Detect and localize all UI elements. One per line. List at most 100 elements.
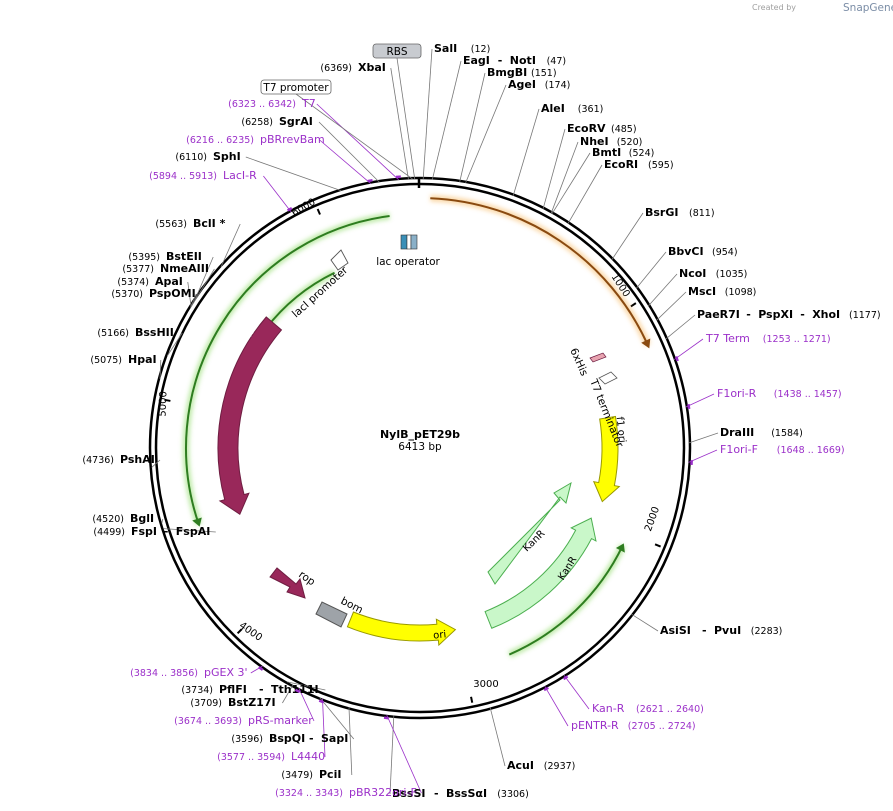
site-name: AgeI bbox=[508, 78, 536, 91]
primer-lacir[interactable]: (5894 .. 5913)LacI-R bbox=[149, 169, 293, 212]
primer-position: (3674 .. 3693) bbox=[174, 716, 242, 727]
leader-line bbox=[163, 528, 216, 533]
site-nmeaiii[interactable]: (5377)NmeAIII bbox=[122, 262, 209, 275]
site-pspomi[interactable]: (5370)PspOMI bbox=[111, 287, 195, 300]
site-apai[interactable]: (5374)ApaI bbox=[117, 275, 183, 288]
tick-label: 2000 bbox=[643, 505, 662, 533]
site-bsrgi[interactable]: BsrGI(811) bbox=[645, 206, 715, 219]
site-bspqi[interactable]: (3596)BspQI-SapI bbox=[231, 732, 348, 745]
primer-pbrrevbam[interactable]: (6216 .. 6235)pBRrevBam bbox=[186, 133, 373, 183]
primer-name: F1ori-R bbox=[717, 387, 757, 400]
site-fspi[interactable]: (4499)FspI-FspAI bbox=[93, 525, 210, 538]
site-name: BsrGI bbox=[645, 206, 678, 219]
site-bbvci[interactable]: BbvCI(954) bbox=[668, 245, 738, 258]
primer-mark bbox=[294, 688, 301, 694]
primer-pgex3[interactable]: (3834 .. 3856)pGEX 3' bbox=[130, 666, 264, 679]
site-name: SgrAI bbox=[279, 115, 313, 128]
site-ecori[interactable]: EcoRI(595) bbox=[604, 158, 674, 171]
boxed-label-t7prom[interactable]: T7 promoter bbox=[260, 79, 332, 95]
feature-f1ori[interactable] bbox=[592, 415, 621, 503]
site-position: (954) bbox=[712, 247, 738, 258]
feature-laci[interactable] bbox=[217, 316, 283, 516]
site-name: AleI bbox=[541, 102, 565, 115]
site-asisi[interactable]: AsiSI-PvuI(2283) bbox=[660, 624, 782, 637]
primer-pentr[interactable]: pENTR-R(2705 .. 2724) bbox=[543, 686, 696, 732]
tick-mark bbox=[164, 398, 171, 402]
site-position: (5563) bbox=[155, 219, 187, 230]
site-position: (3596) bbox=[231, 734, 263, 745]
tick-label: 6000 bbox=[290, 197, 318, 219]
site-pshai[interactable]: (4736)PshAI bbox=[82, 453, 154, 466]
site-eagi[interactable]: EagI-NotI(47) bbox=[463, 54, 566, 67]
site-draiii[interactable]: DraIII(1584) bbox=[720, 426, 803, 439]
site-pflfi[interactable]: (3734)PflFI-Tth111I bbox=[181, 683, 318, 696]
site-bgli[interactable]: (4520)BglI bbox=[92, 512, 154, 525]
site-name: BssSI bbox=[392, 787, 426, 800]
site-pcii[interactable]: (3479)PciI bbox=[281, 768, 341, 781]
primer-position: (1648 .. 1669) bbox=[777, 445, 845, 456]
site-sali[interactable]: SalI(12) bbox=[434, 42, 490, 55]
tick-mark bbox=[470, 696, 474, 703]
feature-laci_prom[interactable]: lacI promoter bbox=[290, 249, 351, 320]
site-name: EcoRI bbox=[604, 158, 638, 171]
site-acui[interactable]: AcuI(2937) bbox=[507, 759, 575, 772]
site-bsteii[interactable]: (5395) BstEII bbox=[128, 250, 201, 263]
primer-kanr_p[interactable]: Kan-R(2621 .. 2640) bbox=[562, 675, 704, 715]
site-bmti[interactable]: BmtI(524) bbox=[592, 146, 654, 159]
feature-rop[interactable]: rop bbox=[269, 567, 318, 599]
site-bsshii[interactable]: (5166)BssHII bbox=[97, 326, 173, 339]
site-position: (5166) bbox=[97, 328, 129, 339]
primer-t7p[interactable]: (6323 .. 6342)T7 bbox=[228, 97, 401, 179]
site-bmgbi[interactable]: BmgBI(151) bbox=[487, 66, 557, 79]
lac-operator-label: lac operator bbox=[376, 256, 440, 268]
site-position: (3734) bbox=[181, 685, 213, 696]
site-name: BssSαI bbox=[446, 787, 487, 800]
site-position: (2937) bbox=[544, 761, 576, 772]
leader-line bbox=[316, 103, 399, 181]
site-name: BmtI bbox=[592, 146, 621, 159]
site-name: BstEII bbox=[166, 250, 202, 263]
site-name: DraIII bbox=[720, 426, 754, 439]
primer-prs[interactable]: (3674 .. 3693)pRS-marker bbox=[174, 688, 313, 727]
primer-pbr322[interactable]: (3324 .. 3343)pBR322ori-F bbox=[275, 716, 417, 799]
site-ecorv[interactable]: EcoRV(485) bbox=[567, 122, 637, 135]
site-paer7i[interactable]: PaeR7I-PspXI-XhoI(1177) bbox=[697, 308, 881, 321]
primer-position: (3834 .. 3856) bbox=[130, 668, 198, 679]
site-name: PspXI bbox=[758, 308, 793, 321]
site-hpai[interactable]: (5075)HpaI bbox=[90, 353, 156, 366]
primer-name: pBRrevBam bbox=[260, 133, 325, 146]
site-name: HpaI bbox=[128, 353, 157, 366]
leader-line bbox=[322, 698, 326, 758]
feature-kanr[interactable] bbox=[484, 517, 597, 629]
site-position: (4736) bbox=[82, 455, 114, 466]
site-agei[interactable]: AgeI(174) bbox=[508, 78, 570, 91]
primer-mark bbox=[318, 699, 325, 704]
site-xbai[interactable]: (6369)XbaI bbox=[320, 61, 385, 74]
site-sgrai[interactable]: (6258)SgrAI bbox=[241, 115, 312, 128]
site-nhei[interactable]: NheI(520) bbox=[580, 135, 642, 148]
site-msci[interactable]: MscI(1098) bbox=[688, 285, 756, 298]
site-name: NheI bbox=[580, 135, 609, 148]
feature-kanr-upper[interactable] bbox=[487, 481, 572, 585]
tick-mark bbox=[236, 628, 243, 635]
feature-ori[interactable] bbox=[346, 611, 457, 647]
leader-line bbox=[489, 707, 506, 767]
site-bstz17i[interactable]: (3709)BstZ17I bbox=[190, 696, 275, 709]
site-sphi[interactable]: (6110)SphI bbox=[175, 150, 240, 163]
site-bcli[interactable]: (5563)BclI * bbox=[155, 217, 225, 230]
primer-position: (1253 .. 1271) bbox=[763, 334, 831, 345]
site-position: (5395) bbox=[128, 252, 160, 263]
site-bsssi[interactable]: BssSI-BssSαI(3306) bbox=[392, 787, 529, 800]
boxed-label-rbs[interactable]: RBS bbox=[372, 43, 422, 59]
t7-terminator-marker bbox=[598, 371, 618, 385]
feature-label: f1 ori bbox=[614, 416, 628, 443]
site-name: ApaI bbox=[155, 275, 183, 288]
primer-t7term[interactable]: T7 Term(1253 .. 1271) bbox=[674, 332, 831, 362]
primer-l4440[interactable]: (3577 .. 3594)L4440 bbox=[217, 699, 325, 763]
primer-f1orif[interactable]: F1ori-F(1648 .. 1669) bbox=[690, 443, 845, 466]
primer-f1orir[interactable]: F1ori-R(1438 .. 1457) bbox=[687, 387, 842, 410]
leader-line bbox=[263, 175, 292, 213]
site-alei[interactable]: AleI(361) bbox=[541, 102, 603, 115]
site-ncoi[interactable]: NcoI(1035) bbox=[679, 267, 747, 280]
